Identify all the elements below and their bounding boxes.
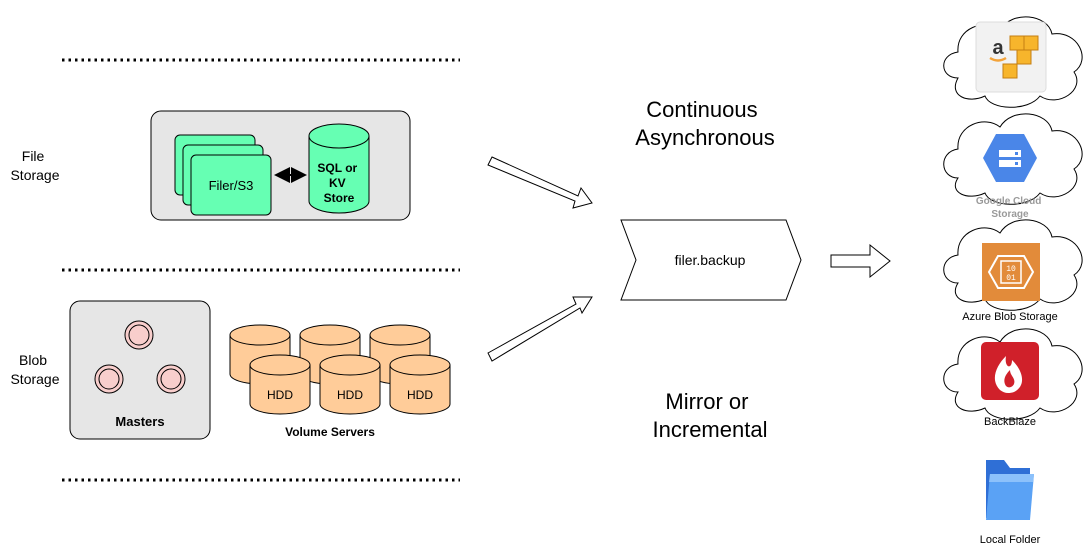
master-node (156, 364, 186, 394)
hdd-label: HDD (337, 388, 363, 402)
google-cloud-storage-icon (983, 134, 1037, 182)
sql-store-label: SQL or KV Store (317, 161, 360, 205)
blob-storage-label: Blob Storage (10, 352, 59, 387)
azure-blob-storage-label: Azure Blob Storage (962, 311, 1057, 323)
svg-text:10: 10 (1006, 265, 1016, 274)
svg-text:a: a (992, 37, 1004, 59)
backblaze-icon (981, 342, 1039, 400)
hdd-cylinder: HDD (249, 354, 311, 415)
hdd-label: HDD (267, 388, 293, 402)
filer-backup-label: filer.backup (675, 252, 746, 268)
local-folder-label: Local Folder (980, 534, 1041, 546)
masters-label: Masters (115, 414, 164, 429)
backblaze-label: BackBlaze (984, 416, 1036, 428)
masters-panel (69, 300, 211, 440)
master-node (94, 364, 124, 394)
amazon-s3-icon: a (975, 21, 1047, 93)
filer-stack: Filer/S3 (174, 134, 272, 216)
hdd-cylinder: HDD (319, 354, 381, 415)
azure-blob-storage-icon: 10 01 (982, 243, 1040, 301)
hdd-cylinder: HDD (389, 354, 451, 415)
filer-backup-node (620, 219, 802, 301)
backup-output-arrow (830, 243, 891, 279)
svg-text:01: 01 (1006, 274, 1016, 283)
filer-label: Filer/S3 (209, 178, 254, 193)
filer-node (190, 154, 272, 216)
folder-icon (986, 460, 1034, 520)
file-to-backup-arrow (487, 156, 593, 209)
sql-kv-store-cylinder: SQL or KV Store (308, 123, 370, 214)
master-node (124, 320, 154, 350)
file-storage-label: File Storage (10, 148, 59, 183)
continuous-asynchronous-label: Continuous Asynchronous (635, 97, 774, 150)
volume-servers-label: Volume Servers (285, 425, 375, 439)
blob-to-backup-arrow (487, 296, 593, 362)
mirror-incremental-label: Mirror or Incremental (653, 389, 768, 442)
hdd-label: HDD (407, 388, 433, 402)
google-cloud-storage-label: Google Cloud Storage (976, 196, 1044, 220)
